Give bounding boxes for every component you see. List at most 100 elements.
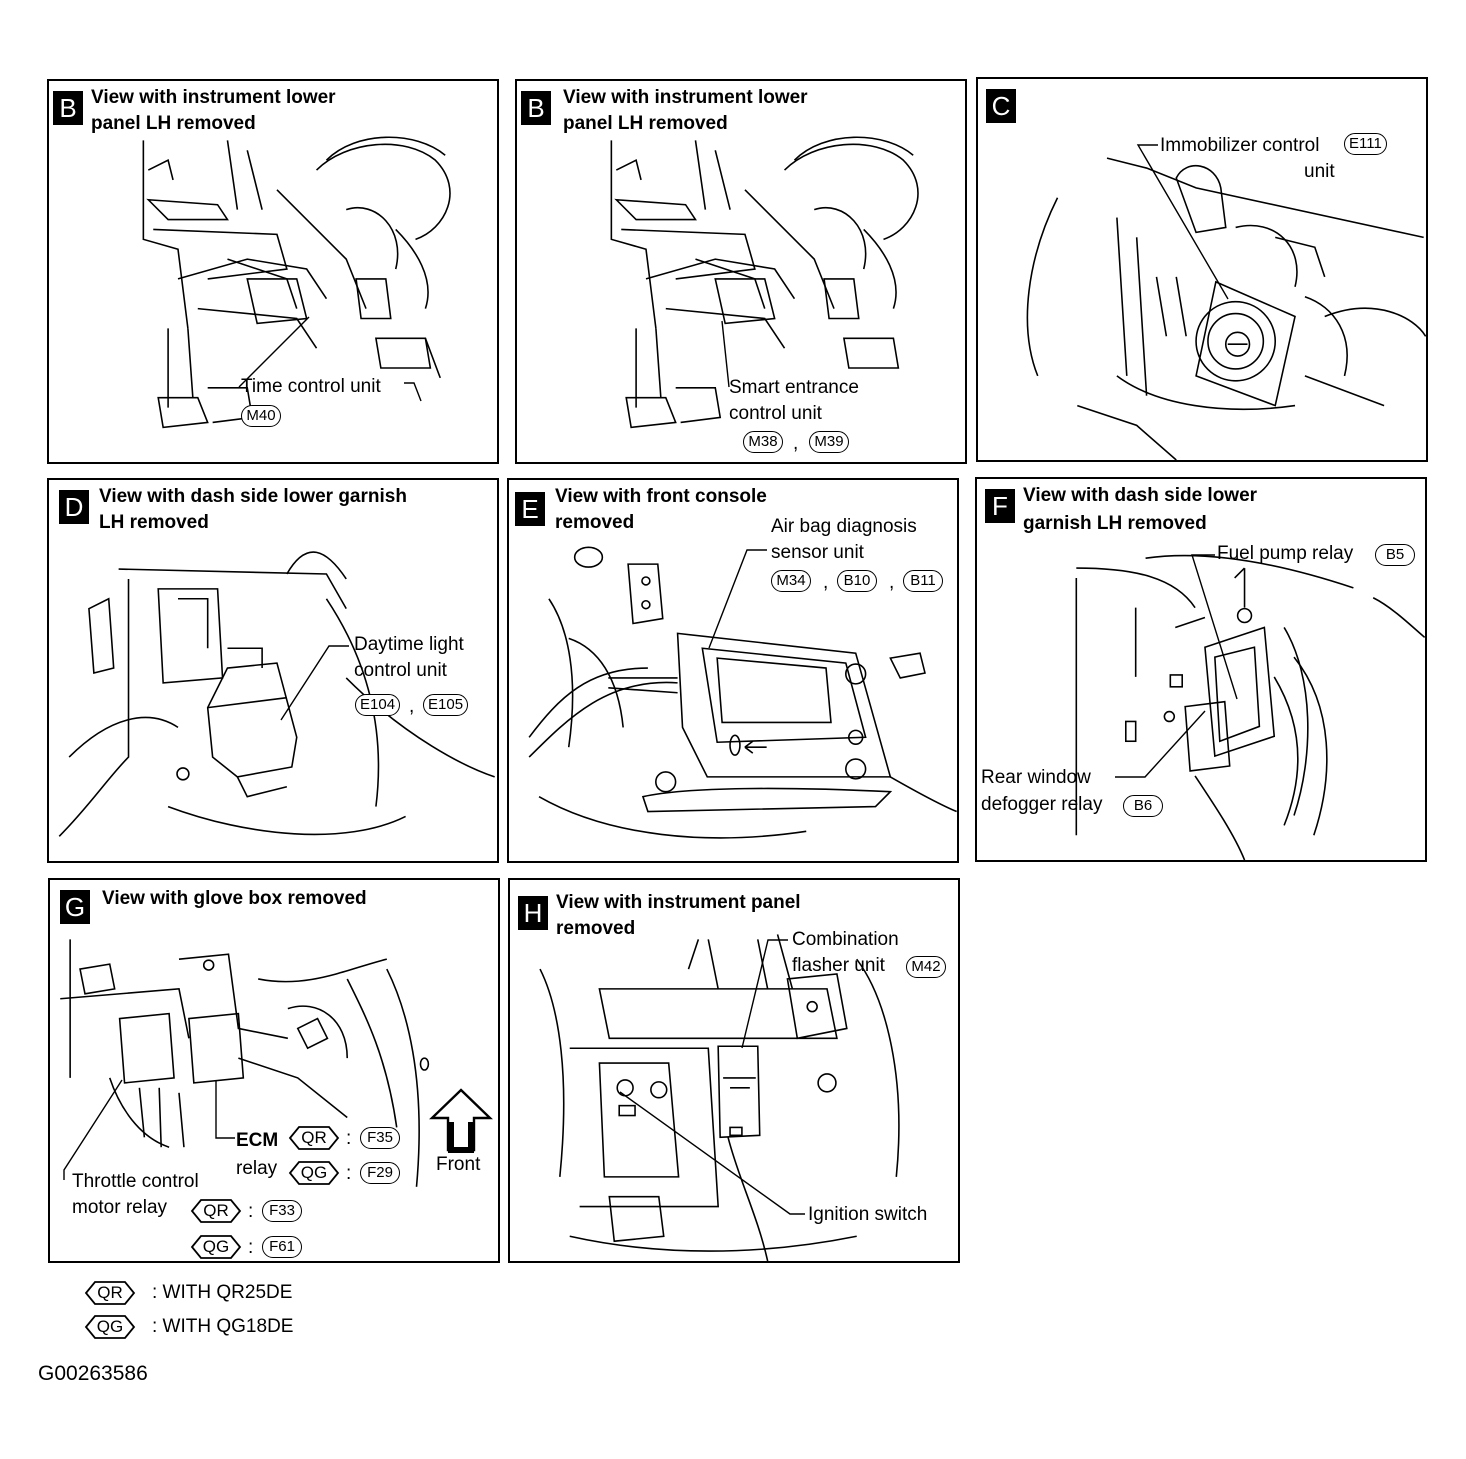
leader-line — [1115, 554, 1238, 778]
legend-qr-description: : WITH QR25DE — [152, 1282, 293, 1303]
label-front: Front — [436, 1154, 481, 1175]
dash-drawing-b2 — [610, 136, 919, 429]
label-time-control-unit: Time control unit — [241, 376, 381, 397]
separator-comma: , — [409, 696, 415, 717]
steering-column-drawing-c — [1026, 157, 1426, 460]
tag-qg-text: QG — [202, 1237, 230, 1256]
console-drawing-e — [528, 546, 957, 839]
leader-line — [619, 939, 805, 1215]
connector-b5: B5 — [1375, 544, 1415, 566]
tag-qg-text: QG — [300, 1163, 328, 1182]
label-control-unit: control unit — [354, 660, 447, 681]
panel-title-line1: View with instrument lower — [91, 87, 336, 108]
connector-b6: B6 — [1123, 795, 1163, 817]
leader-line — [721, 320, 730, 388]
separator-comma: , — [889, 572, 895, 593]
connector-m39: M39 — [809, 431, 849, 453]
label-daytime-light: Daytime light — [354, 634, 464, 655]
panel-title-line1: View with front console — [555, 486, 767, 507]
label-combination: Combination — [792, 929, 899, 950]
label-motor-relay: motor relay — [72, 1197, 168, 1218]
glove-box-drawing-g — [60, 939, 430, 1187]
label-rear-window: Rear window — [981, 767, 1091, 788]
label-control-unit: control unit — [729, 403, 822, 424]
label-air-bag-diagnosis: Air bag diagnosis — [771, 516, 917, 537]
tag-qr-ecm: QR — [288, 1125, 340, 1151]
connector-e111: E111 — [1344, 133, 1387, 155]
separator-colon: : — [248, 1201, 254, 1222]
panel-title-line2: removed — [555, 512, 635, 533]
dash-side-drawing-f — [1075, 554, 1425, 860]
panel-letter-g: G — [60, 890, 90, 924]
connector-f33: F33 — [262, 1200, 302, 1222]
connector-m34: M34 — [771, 570, 811, 592]
panel-d-daytime-light: D View with dash side lower garnish LH r… — [47, 478, 499, 863]
label-ecm: ECM — [236, 1130, 279, 1151]
separator-colon: : — [346, 1128, 352, 1149]
panel-title-line1: View with instrument panel — [556, 892, 801, 913]
panel-title-line1: View with glove box removed — [102, 888, 367, 909]
connector-m42: M42 — [906, 956, 946, 978]
label-defogger-relay: defogger relay — [981, 794, 1103, 815]
panel-title-line2: garnish LH removed — [1023, 513, 1207, 534]
separator-colon: : — [248, 1237, 254, 1258]
leader-line — [238, 316, 422, 402]
panel-h-flasher-ignition: H View with instrument panel removed Com… — [508, 878, 960, 1263]
instrument-panel-drawing-h — [539, 934, 900, 1261]
panel-title-line1: View with dash side lower garnish — [99, 486, 407, 507]
panel-title-line1: View with instrument lower — [563, 87, 808, 108]
panel-letter-b: B — [521, 91, 551, 125]
dash-side-drawing-d — [58, 551, 495, 837]
panel-letter-c: C — [986, 89, 1016, 123]
connector-e104: E104 — [355, 694, 401, 716]
label-throttle-control: Throttle control — [72, 1171, 199, 1192]
label-fuel-pump-relay: Fuel pump relay — [1217, 543, 1354, 564]
panel-letter-h: H — [518, 896, 548, 930]
separator-comma: , — [823, 572, 829, 593]
label-unit: unit — [1304, 161, 1335, 182]
panel-title-line2: LH removed — [99, 512, 209, 533]
tag-qr-text: QR — [203, 1201, 229, 1220]
panel-title-line1: View with dash side lower — [1023, 485, 1258, 506]
leader-line — [280, 645, 349, 721]
panel-title-line2: panel LH removed — [563, 113, 728, 134]
panel-title-line2: removed — [556, 918, 636, 939]
connector-f61: F61 — [262, 1236, 302, 1258]
connector-f35: F35 — [360, 1127, 400, 1149]
separator-comma: , — [793, 433, 799, 454]
connector-m38: M38 — [743, 431, 783, 453]
panel-letter-e: E — [515, 492, 545, 526]
label-relay: relay — [236, 1158, 278, 1179]
connector-e105: E105 — [423, 694, 469, 716]
connector-m40: M40 — [241, 405, 281, 427]
connector-b10: B10 — [837, 570, 877, 592]
panel-g-ecm-throttle: G View with glove box removed Front ECM … — [48, 878, 500, 1263]
label-sensor-unit: sensor unit — [771, 542, 864, 563]
legend-tag-qr-text: QR — [97, 1283, 123, 1302]
legend-qg-description: : WITH QG18DE — [152, 1316, 294, 1337]
leader-line — [1136, 144, 1229, 300]
leader-line — [708, 549, 767, 649]
label-flasher-unit: flasher unit — [792, 955, 885, 976]
panel-title-line2: panel LH removed — [91, 113, 256, 134]
leader-line — [63, 1079, 235, 1180]
figure-code: G00263586 — [38, 1362, 148, 1385]
legend-tag-qg-text: QG — [96, 1317, 124, 1336]
connector-b11: B11 — [903, 570, 943, 592]
tag-qg-ecm: QG — [288, 1160, 340, 1186]
tag-qg-throttle: QG — [190, 1234, 242, 1260]
panel-b-time-control: B View with instrument lower panel LH re… — [47, 79, 499, 464]
separator-colon: : — [346, 1163, 352, 1184]
legend-tag-qr: QR — [84, 1280, 136, 1306]
panel-letter-b: B — [53, 91, 83, 125]
legend-tag-qg: QG — [84, 1314, 136, 1340]
connector-f29: F29 — [360, 1162, 400, 1184]
panel-letter-f: F — [985, 489, 1015, 523]
panel-c-immobilizer: C Immobilizer control unit E111 — [976, 77, 1428, 462]
front-arrow-icon — [429, 1088, 493, 1153]
dash-drawing-b1 — [142, 136, 451, 429]
label-ignition-switch: Ignition switch — [808, 1204, 928, 1225]
panel-b-smart-entrance: B View with instrument lower panel LH re… — [515, 79, 967, 464]
tag-qr-text: QR — [301, 1128, 327, 1147]
tag-qr-throttle: QR — [190, 1198, 242, 1224]
